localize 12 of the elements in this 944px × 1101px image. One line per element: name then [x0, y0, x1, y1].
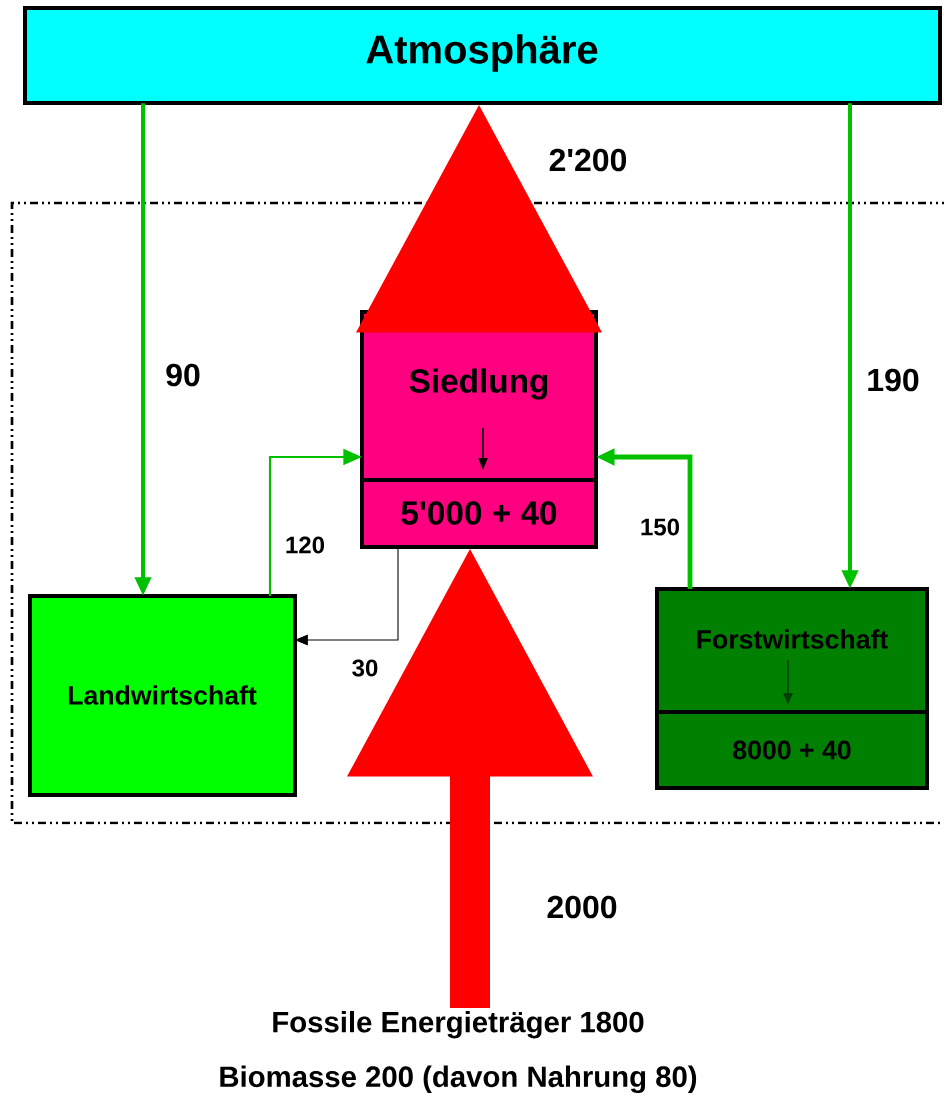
edge-label: 2'200 — [547, 147, 629, 173]
edge-label: 30 — [350, 658, 380, 678]
process-box: Siedlung 5'000 + 40 — [360, 310, 598, 549]
process-box: Landwirtschaft — [28, 594, 297, 797]
source-text: Fossile Energieträger 1800 Biomasse 200 (davon Nahrung 80) — [220, 1010, 697, 1094]
process-box: Forstwirtschaft 8000 + 40 — [655, 587, 929, 790]
edge-label: 120 — [283, 535, 327, 555]
process-box: Atmosphäre — [23, 6, 942, 105]
edge-label: 150 — [638, 517, 682, 537]
edge-label: 90 — [163, 362, 203, 388]
edge-label: 190 — [864, 367, 922, 393]
edge-label: 2000 — [545, 894, 619, 920]
